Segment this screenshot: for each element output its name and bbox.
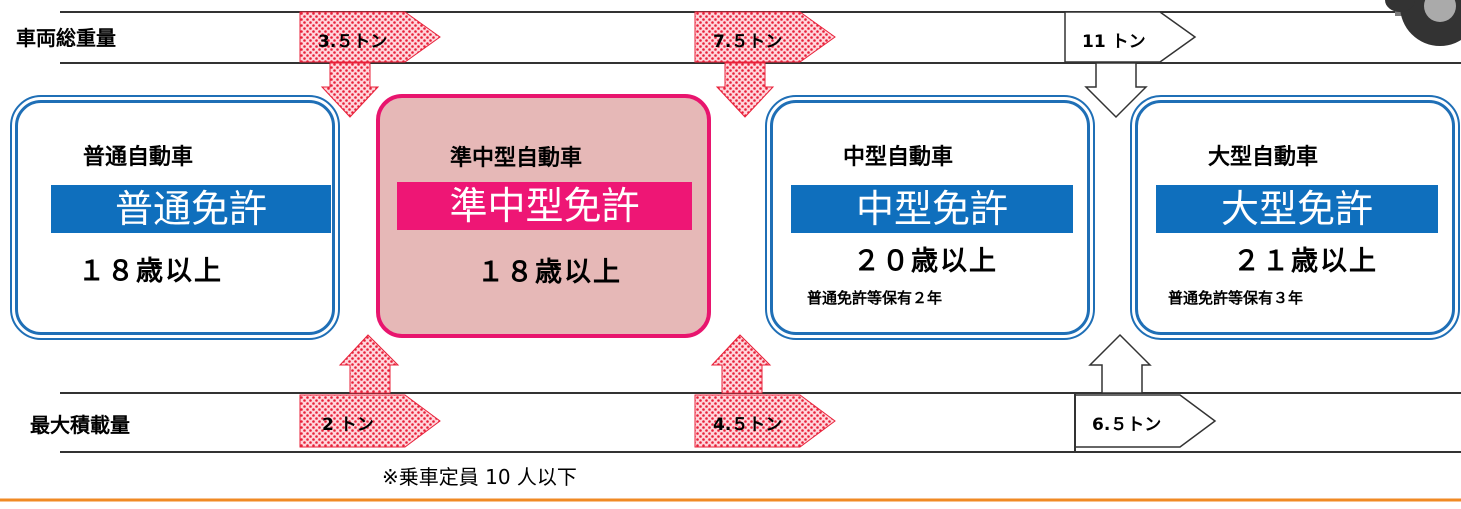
- gross-weight-label: 車両総重量: [16, 26, 116, 50]
- pointer-load-2: [694, 394, 836, 448]
- pointer-load-1: [299, 394, 441, 448]
- card-normal: 普通自動車 普通免許 １８歳以上: [10, 95, 340, 340]
- holding-requirement: 普通免許等保有３年: [1168, 289, 1304, 307]
- age-requirement: ２１歳以上: [1233, 246, 1378, 277]
- license-badge: 普通免許: [51, 185, 331, 233]
- card-large: 大型自動車 大型免許 ２１歳以上 普通免許等保有３年: [1130, 95, 1460, 340]
- gross-11t: 11 トン: [1082, 32, 1146, 52]
- gross-3-5t: 3.５トン: [318, 32, 388, 52]
- truck-tire-icon: [1385, 0, 1461, 46]
- card-vehicle-type: 普通自動車: [83, 145, 194, 170]
- card-vehicle-type: 大型自動車: [1208, 145, 1319, 170]
- card-vehicle-type: 中型自動車: [843, 145, 954, 170]
- holding-requirement: 普通免許等保有２年: [807, 289, 943, 307]
- max-load-label: 最大積載量: [30, 413, 130, 437]
- pointer-gross-3: [1064, 11, 1197, 63]
- load-2t: 2 トン: [322, 415, 374, 435]
- down-arrow-3: [1084, 62, 1148, 119]
- license-badge: 大型免許: [1156, 185, 1438, 233]
- license-badge: 準中型免許: [397, 182, 692, 230]
- gross-7-5t: 7.５トン: [713, 32, 783, 52]
- up-arrow-2: [710, 334, 772, 394]
- up-arrow-3: [1088, 333, 1152, 394]
- age-requirement: ２０歳以上: [853, 246, 998, 277]
- down-arrow-1: [320, 62, 380, 118]
- pointer-gross-1: [299, 11, 441, 63]
- capacity-note: ※乗車定員 10 人以下: [382, 465, 577, 489]
- down-arrow-2: [715, 62, 775, 118]
- up-arrow-1: [338, 334, 400, 394]
- age-requirement: １８歳以上: [477, 257, 622, 288]
- age-requirement: １８歳以上: [78, 256, 223, 287]
- license-badge: 中型免許: [791, 185, 1073, 233]
- card-semi-medium: 準中型自動車 準中型免許 １８歳以上: [376, 94, 711, 338]
- card-medium: 中型自動車 中型免許 ２０歳以上 普通免許等保有２年: [765, 95, 1095, 340]
- card-vehicle-type: 準中型自動車: [450, 146, 583, 171]
- load-4-5t: 4.５トン: [713, 415, 783, 435]
- load-6-5t: 6.５トン: [1092, 415, 1162, 435]
- pointer-gross-2: [694, 11, 836, 63]
